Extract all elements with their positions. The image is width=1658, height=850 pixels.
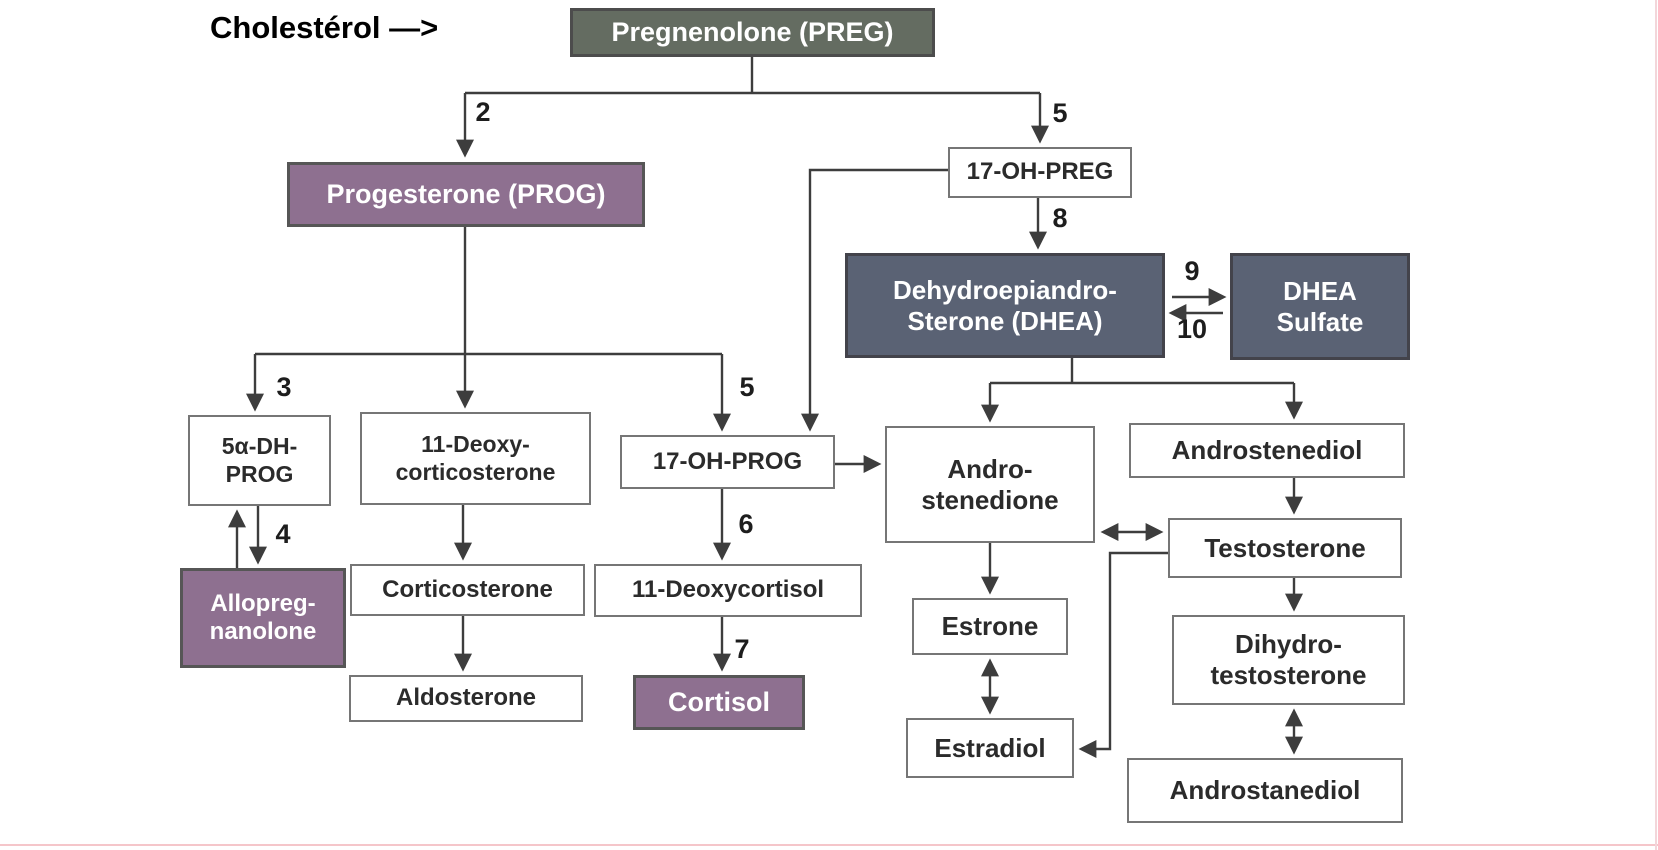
node-androstanediol: Androstanediol [1127, 758, 1403, 823]
node-5a-dh-prog: 5α-DH- PROG [188, 415, 331, 506]
node-corticosterone: Corticosterone [350, 564, 585, 616]
node-cortisol: Cortisol [633, 675, 805, 730]
node-dihydrotestosterone: Dihydro- testosterone [1172, 615, 1405, 705]
node-17-oh-preg: 17-OH-PREG [948, 147, 1132, 198]
node-androstenedione: Andro- stenedione [885, 426, 1095, 543]
node-androstenediol: Androstenediol [1129, 423, 1405, 478]
step-label-10: 10 [1176, 314, 1208, 344]
node-11-deoxycortisol: 11-Deoxycortisol [594, 564, 862, 617]
node-allopregnanolone: Allopreg- nanolone [180, 568, 346, 668]
step-label-3: 3 [276, 372, 292, 402]
bottom-frame-line [0, 844, 1658, 846]
step-label-8: 8 [1052, 203, 1068, 233]
step-label-9: 9 [1184, 256, 1200, 286]
step-label-2: 2 [475, 97, 491, 127]
step-label-5-top: 5 [1052, 98, 1068, 128]
step-label-4: 4 [275, 519, 291, 549]
edge-testosterone-estradiol [1078, 551, 1168, 758]
right-frame-line [1655, 0, 1657, 850]
node-testosterone: Testosterone [1168, 518, 1402, 578]
node-pregnenolone: Pregnenolone (PREG) [570, 8, 935, 57]
edge-ohpreg-ohprog [801, 168, 948, 432]
node-17-oh-prog: 17-OH-PROG [620, 435, 835, 489]
node-dhea-sulfate: DHEA Sulfate [1230, 253, 1410, 360]
cholesterol-label: Cholestérol —> [210, 10, 439, 45]
node-estrone: Estrone [912, 598, 1068, 655]
step-label-6: 6 [738, 509, 754, 539]
node-11-deoxycorticosterone: 11-Deoxy- corticosterone [360, 412, 591, 505]
step-label-5-mid: 5 [739, 372, 755, 402]
node-progesterone: Progesterone (PROG) [287, 162, 645, 227]
node-aldosterone: Aldosterone [349, 675, 583, 722]
step-label-7: 7 [734, 634, 750, 664]
node-estradiol: Estradiol [906, 718, 1074, 778]
node-dhea: Dehydroepiandro- Sterone (DHEA) [845, 253, 1165, 358]
